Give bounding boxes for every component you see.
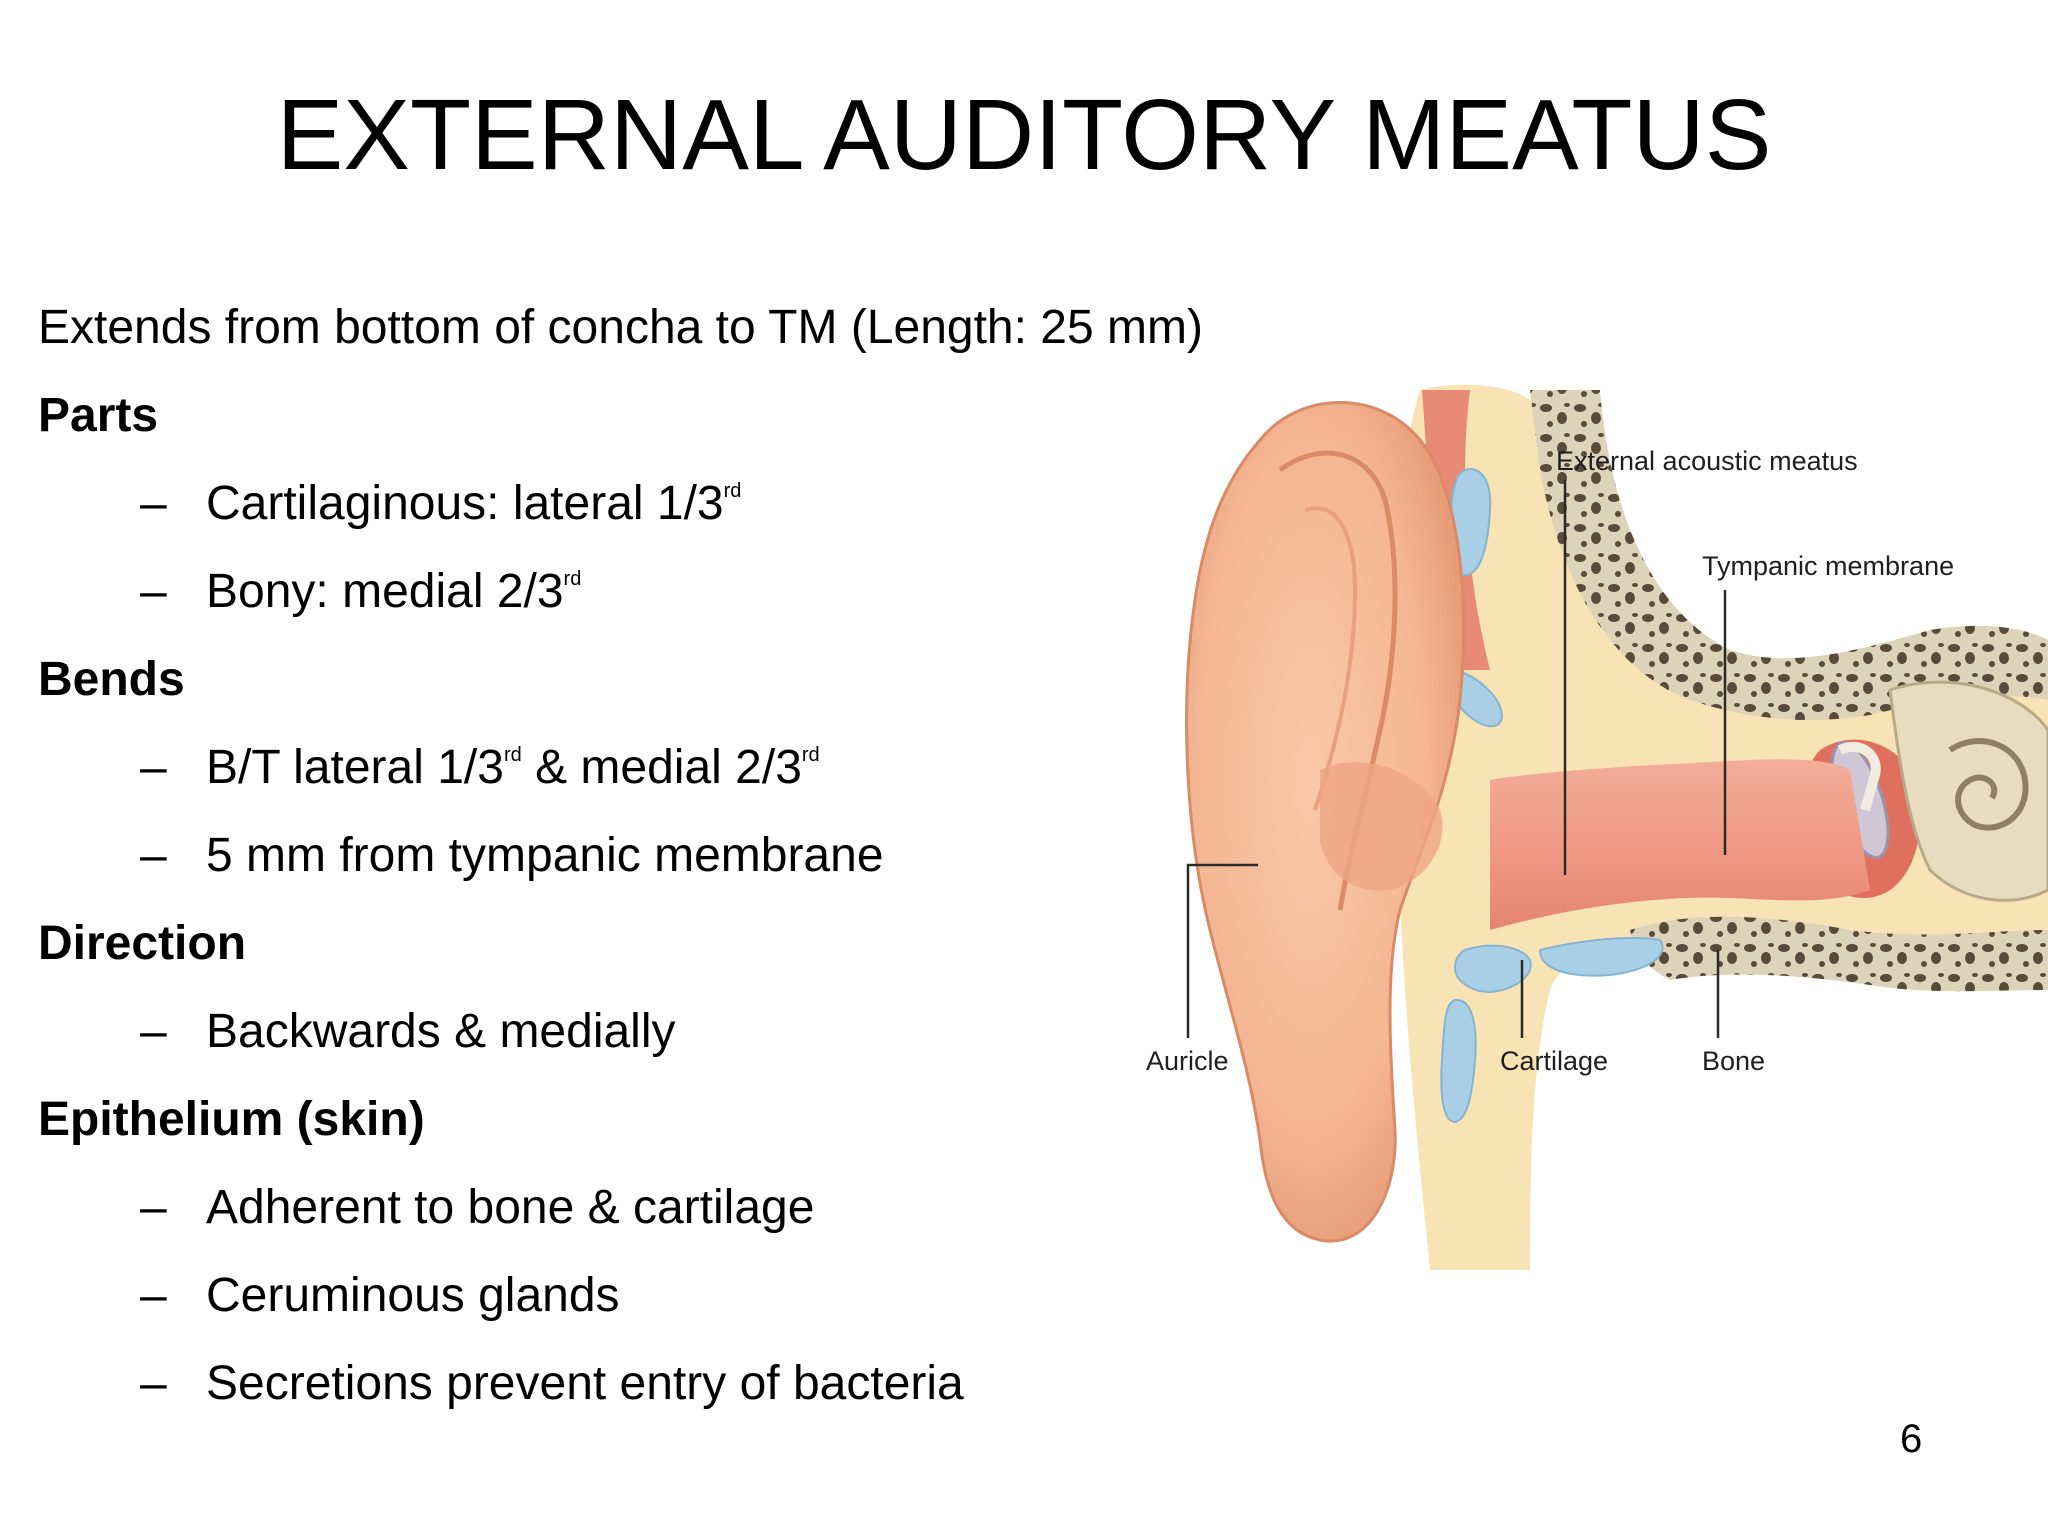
list-item-text: 5 mm from tympanic membrane [206,829,884,882]
section-heading-bends: Bends [38,653,185,706]
section-heading-parts: Parts [38,389,159,442]
inner-ear [1888,680,2048,902]
list-item-text: B/T lateral 1/3 [206,741,504,794]
superscript: rd [801,744,820,766]
temporal-bone-upper [1530,390,2048,720]
concha [1320,762,1443,891]
list-item: –5 mm from tympanic membrane [140,826,884,886]
leader-lines [1186,480,1727,1038]
cartilage-piece [1440,998,1477,1124]
cartilage-piece [1538,937,1664,977]
bullet-dash: – [140,565,167,618]
cochlea [1948,738,2029,831]
section-heading-epithelium: Epithelium (skin) [38,1093,425,1146]
bullet-dash: – [140,1181,167,1234]
ear-anatomy-illustration: External acoustic meatus Tympanic membra… [1146,384,2048,1270]
antihelix-fold [1304,506,1358,811]
bullet-dash: – [140,1005,167,1058]
label-bone: Bone [1702,1046,1765,1076]
section-heading-direction: Direction [38,917,247,970]
ear-canal [1490,759,1870,930]
bullet-dash: – [140,1269,167,1322]
list-item: –Secretions prevent entry of bacteria [140,1354,964,1414]
page-number: 6 [1900,1417,1923,1461]
cartilage-piece [1453,944,1532,994]
list-item-text: Bony: medial 2/3 [206,565,564,618]
superscript: rd [563,568,582,590]
list-item: –B/T lateral 1/3rd & medial 2/3rd [140,738,820,798]
list-item: –Adherent to bone & cartilage [140,1178,814,1238]
bullet-dash: – [140,741,167,794]
bullet-dash: – [140,477,167,530]
label-external-acoustic-meatus: External acoustic meatus [1556,446,1858,476]
list-item: –Backwards & medially [140,1002,676,1062]
label-tympanic-membrane: Tympanic membrane [1702,551,1954,581]
ossicles [1837,741,1881,812]
list-item-text: & medial 2/3 [521,741,802,794]
slide-title: EXTERNAL AUDITORY MEATUS [276,79,1772,191]
list-item: –Cartilaginous: lateral 1/3rd [140,474,741,534]
list-item-text: Secretions prevent entry of bacteria [206,1357,964,1410]
list-item-text: Cartilaginous: lateral 1/3 [206,477,724,530]
bullet-dash: – [140,1357,167,1410]
label-auricle: Auricle [1146,1046,1229,1076]
label-cartilage: Cartilage [1500,1046,1608,1076]
intro-text: Extends from bottom of concha to TM (Len… [38,301,1203,354]
list-item-text: Adherent to bone & cartilage [206,1181,815,1234]
list-item: –Ceruminous glands [140,1266,620,1326]
superscript: rd [503,744,522,766]
list-item: –Bony: medial 2/3rd [140,562,581,622]
temporal-bone-lower [1630,916,2048,992]
list-item-text: Ceruminous glands [206,1269,620,1322]
superscript: rd [723,480,742,502]
bullet-dash: – [140,829,167,882]
list-item-text: Backwards & medially [206,1005,676,1058]
ear-anatomy-figure: External acoustic meatus Tympanic membra… [1130,370,2048,1270]
